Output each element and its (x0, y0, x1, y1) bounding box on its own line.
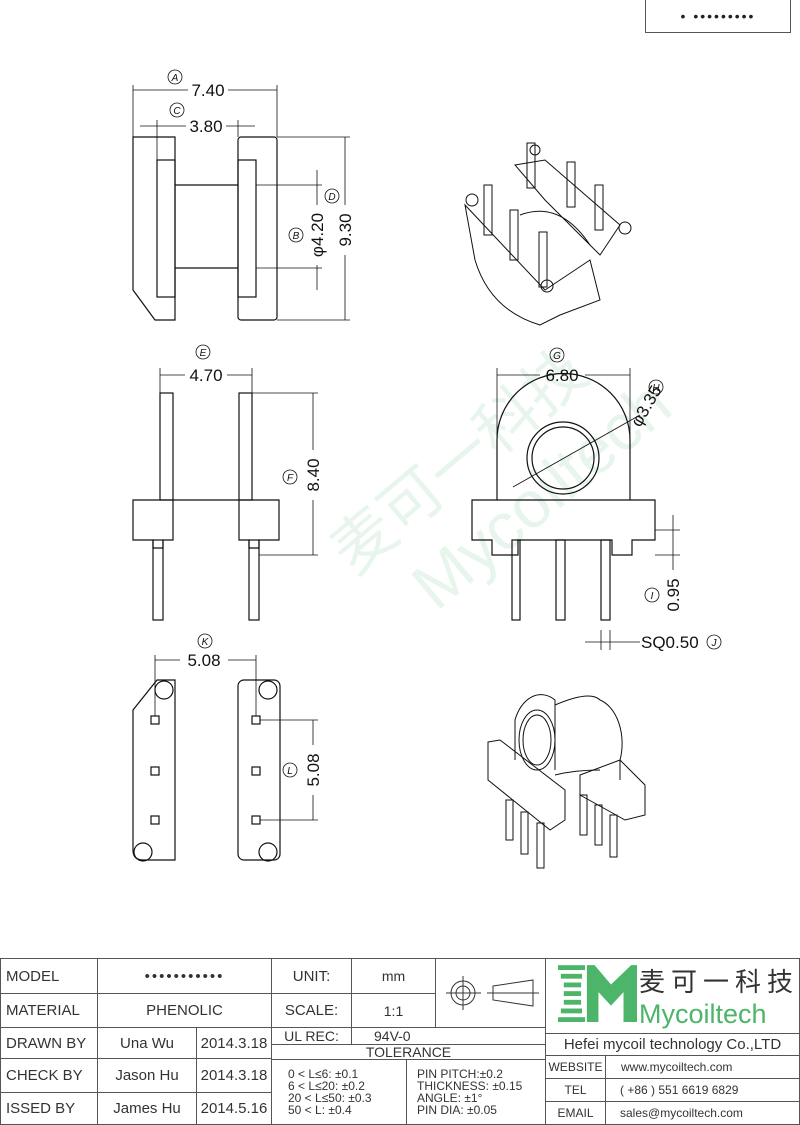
dim-L: L 5.08 (282, 753, 323, 787)
ul-rec-label: UL REC: (271, 1027, 352, 1045)
front-view (471, 368, 680, 650)
svg-text:G: G (553, 351, 561, 362)
logo-en: Mycoiltech (638, 999, 767, 1029)
issued-by-label: ISSED BY (0, 1092, 98, 1125)
website-label: WEBSITE (545, 1055, 606, 1079)
material-label: MATERIAL (0, 993, 98, 1028)
mycoiltech-logo-icon (558, 965, 637, 1023)
svg-text:D: D (328, 192, 335, 203)
model-label: MODEL (0, 958, 98, 994)
svg-text:6.80: 6.80 (545, 366, 578, 385)
svg-text:J: J (711, 638, 718, 649)
model-code-box: • ••••••••• (645, 0, 791, 33)
tolerance-spec: ANGLE: ±1° (417, 1091, 483, 1105)
technical-drawing: 麦可一科技 Mycoiltech (132, 69, 722, 869)
svg-text:H: H (652, 383, 660, 394)
svg-text:7.40: 7.40 (191, 81, 224, 100)
tolerance-spec: PIN PITCH:±0.2 (417, 1067, 503, 1081)
tolerance-label: TOLERANCE (271, 1044, 546, 1060)
ul-rec-value: 94V-0 (351, 1027, 546, 1045)
drawn-by-label: DRAWN BY (0, 1027, 98, 1059)
drawn-by-name: Una Wu (97, 1027, 197, 1059)
svg-text:E: E (200, 348, 207, 359)
issued-by-name: James Hu (97, 1092, 197, 1125)
projection-symbol (435, 958, 546, 1028)
scale-label: SCALE: (271, 993, 352, 1028)
tolerance-row: 50 < L: ±0.4 (288, 1103, 352, 1117)
unit-label: UNIT: (271, 958, 352, 994)
tolerance-row: 0 < L≤6: ±0.1 (288, 1067, 359, 1081)
scale-value: 1:1 (351, 993, 436, 1028)
company-logo: 麦可一科技 Mycoiltech (545, 958, 800, 1034)
svg-text:I: I (651, 591, 654, 602)
iso-view-pins-down (487, 694, 646, 869)
logo-cn: 麦可一科技 (638, 968, 799, 998)
svg-text:9.30: 9.30 (336, 213, 355, 246)
website-link[interactable]: www.mycoiltech.com (605, 1055, 800, 1079)
svg-text:K: K (202, 637, 210, 648)
tolerance-spec: THICKNESS: ±0.15 (417, 1079, 523, 1093)
svg-text:B: B (293, 231, 300, 242)
tel-value: ( +86 ) 551 6619 6829 (605, 1078, 800, 1102)
svg-text:5.08: 5.08 (187, 651, 220, 670)
check-by-name: Jason Hu (97, 1058, 197, 1093)
tolerance-specs: PIN PITCH:±0.2 THICKNESS: ±0.15 ANGLE: ±… (406, 1059, 546, 1125)
svg-text:8.40: 8.40 (304, 458, 323, 491)
model-code: • ••••••••• (680, 8, 756, 24)
tolerance-ranges: 0 < L≤6: ±0.1 6 < L≤20: ±0.2 20 < L≤50: … (271, 1059, 407, 1125)
dim-F: F 8.40 (282, 458, 323, 492)
tolerance-spec: PIN DIA: ±0.05 (417, 1103, 497, 1117)
check-by-date: 2014.3.18 (196, 1058, 272, 1093)
svg-text:L: L (287, 766, 293, 777)
svg-text:0.95: 0.95 (664, 578, 683, 611)
issued-by-date: 2014.5.16 (196, 1092, 272, 1125)
tel-label: TEL (545, 1078, 606, 1102)
svg-text:SQ0.50: SQ0.50 (641, 633, 699, 652)
dim-C: C 3.80 (169, 102, 223, 136)
svg-text:φ4.20: φ4.20 (308, 213, 327, 257)
unit-value: mm (351, 958, 436, 994)
tolerance-row: 20 < L≤50: ±0.3 (288, 1091, 372, 1105)
dim-I: I 0.95 (644, 578, 683, 612)
material-value: PHENOLIC (97, 993, 272, 1028)
email-label: EMAIL (545, 1101, 606, 1125)
model-value: ••••••••••• (97, 958, 272, 994)
company-name: Hefei mycoil technology Co.,LTD (545, 1033, 800, 1056)
svg-text:3.80: 3.80 (189, 117, 222, 136)
top-view (132, 85, 350, 321)
first-angle-projection-icon (445, 976, 539, 1010)
dim-K: K 5.08 (187, 633, 221, 670)
svg-text:5.08: 5.08 (304, 753, 323, 786)
side-view (132, 368, 318, 621)
dim-G: G 6.80 (545, 347, 579, 385)
tolerance-row: 6 < L≤20: ±0.2 (288, 1079, 365, 1093)
bottom-view (132, 655, 318, 862)
dim-J: SQ0.50 J (641, 633, 722, 652)
dim-A: A 7.40 (167, 69, 225, 100)
email-link[interactable]: sales@mycoiltech.com (605, 1101, 800, 1125)
svg-text:C: C (173, 106, 181, 117)
dim-E: E 4.70 (189, 344, 223, 385)
svg-text:F: F (287, 473, 294, 484)
iso-view-pins-up (464, 142, 632, 326)
check-by-label: CHECK BY (0, 1058, 98, 1093)
svg-text:A: A (171, 73, 179, 84)
drawn-by-date: 2014.3.18 (196, 1027, 272, 1059)
dim-D: D9.30 (324, 188, 355, 247)
svg-text:4.70: 4.70 (189, 366, 222, 385)
